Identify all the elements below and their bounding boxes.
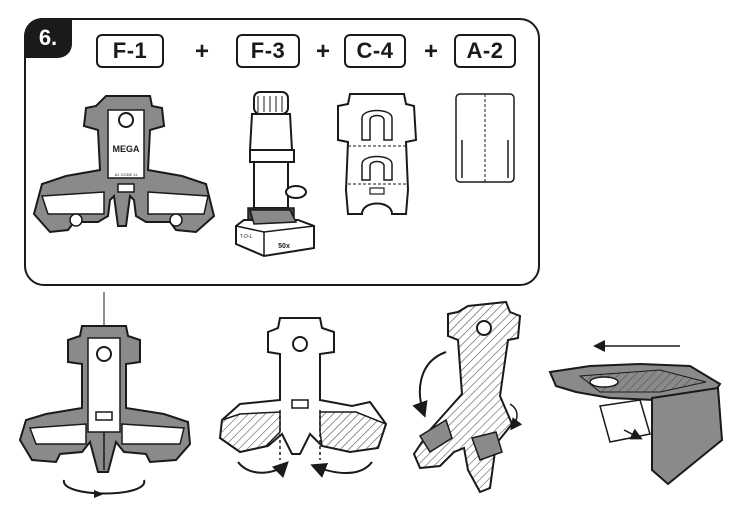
part-label-c4: C-4 <box>344 34 406 68</box>
plus-sign-1: + <box>194 38 209 65</box>
plus-sign-3: + <box>423 38 438 65</box>
plus-sign-2: + <box>315 38 330 65</box>
part-f3-microscope-drawing: 50x T-D-L <box>235 91 315 258</box>
part-f1-drawing: MEGA A1 CODE 11 <box>32 95 216 234</box>
assembly-step-2 <box>218 317 388 479</box>
part-label-f3: F-3 <box>236 34 300 68</box>
f1-small-text: A1 CODE 11 <box>115 172 139 177</box>
part-label-a2: A-2 <box>454 34 516 68</box>
assembly-step-3 <box>412 300 523 494</box>
part-a2-drawing <box>455 93 515 183</box>
f1-brand-text: MEGA <box>113 144 141 154</box>
microscope-small-label: T-D-L <box>240 234 253 240</box>
assembly-step-1 <box>18 292 192 498</box>
microscope-zoom-label: 50x <box>278 243 290 250</box>
assembly-step-4 <box>548 340 724 486</box>
step-number-badge: 6. <box>24 18 72 58</box>
part-c4-drawing <box>337 93 418 215</box>
part-label-f1: F-1 <box>96 34 164 68</box>
